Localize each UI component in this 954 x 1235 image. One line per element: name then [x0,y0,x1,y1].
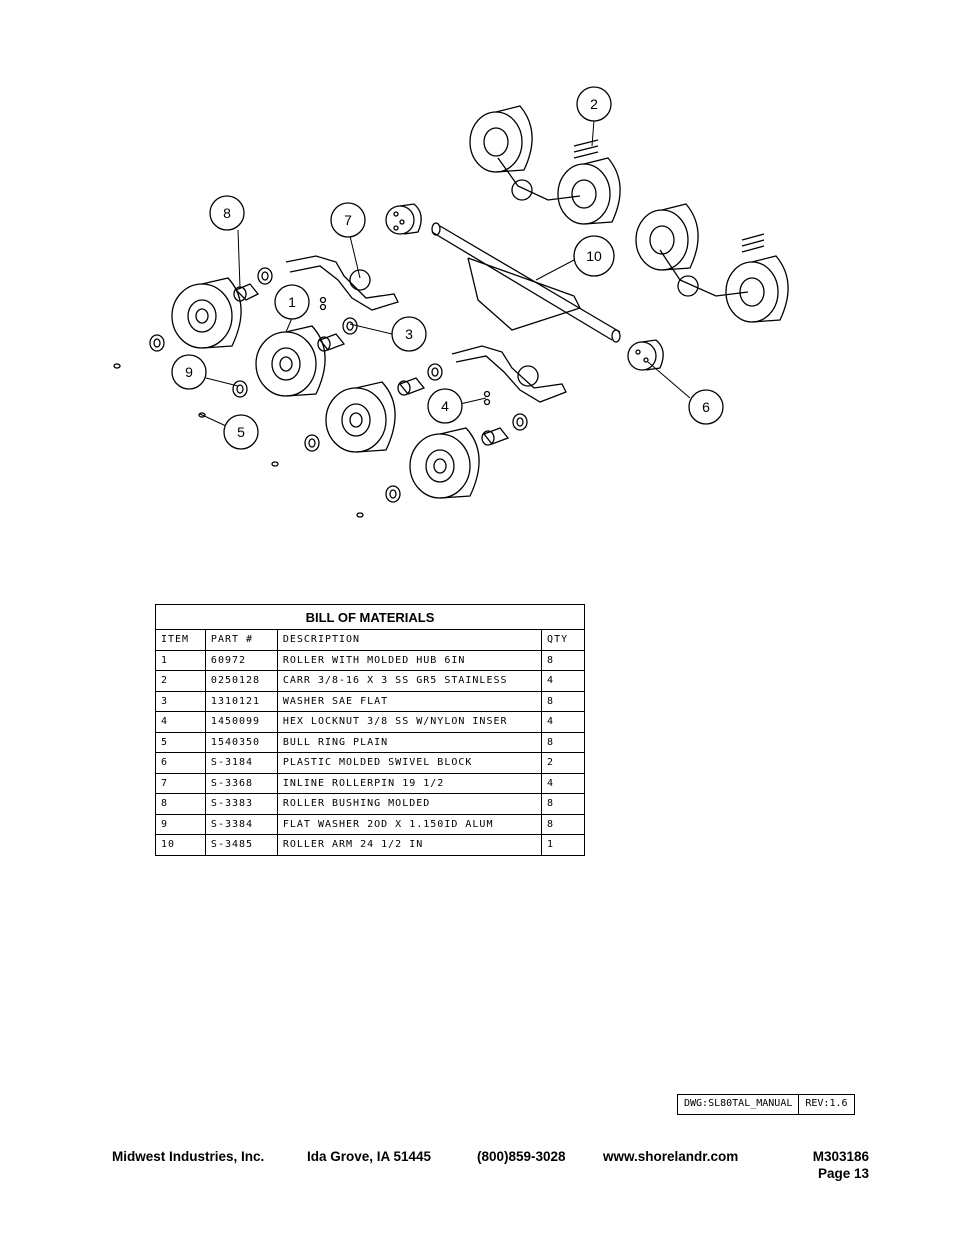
part-cell: 0250128 [204,670,278,692]
part-cell: 1540350 [204,731,278,753]
footer-phone: (800)859-3028 [477,1149,566,1164]
part-cell: S-3184 [204,752,278,774]
drawing-number: DWG:SL80TAL_MANUAL [684,1098,793,1109]
item-cell: 1 [155,649,206,671]
item-cell: 2 [155,670,206,692]
col-part: PART # [204,629,278,651]
callout-6: 6 [702,399,710,415]
item-cell: 10 [155,834,206,856]
col-qty: QTY [541,629,585,651]
roller-pin-group [285,157,749,403]
footer-website[interactable]: www.shorelandr.com [603,1149,739,1164]
description-cell: BULL RING PLAIN [276,731,543,753]
qty-cell: 8 [541,690,585,712]
part-cell: S-3383 [204,793,278,815]
item-cell: 8 [155,793,206,815]
callout-10: 10 [586,248,602,264]
leader-lines [199,119,691,427]
qty-cell: 8 [541,793,585,815]
qty-cell: 8 [541,813,585,835]
description-cell: ROLLER WITH MOLDED HUB 6IN [276,649,543,671]
qty-cell: 8 [541,731,585,753]
bom-header-row: ITEM PART # DESCRIPTION QTY [155,629,585,651]
item-cell: 7 [155,772,206,794]
footer-city: Ida Grove, IA 51445 [307,1149,432,1164]
callout-3: 3 [405,326,413,342]
description-cell: HEX LOCKNUT 3/8 SS W/NYLON INSER [276,711,543,733]
col-description: DESCRIPTION [276,629,543,651]
qty-cell: 8 [541,649,585,671]
callout-4: 4 [441,398,449,414]
item-cell: 6 [155,752,206,774]
callout-1: 1 [288,294,296,310]
bill-of-materials-table: BILL OF MATERIALS ITEM PART # DESCRIPTIO… [155,604,585,856]
callout-2: 2 [590,96,598,112]
description-cell: WASHER SAE FLAT [276,690,543,712]
drawing-title-block: DWG:SL80TAL_MANUAL REV:1.6 [677,1094,855,1115]
footer-company: Midwest Industries, Inc. [112,1149,265,1164]
callout-8: 8 [223,205,231,221]
part-cell: S-3485 [204,834,278,856]
callout-7: 7 [344,212,352,228]
part-cell: 60972 [204,649,278,671]
col-item: ITEM [155,629,206,651]
item-cell: 4 [155,711,206,733]
part-cell: 1450099 [204,711,278,733]
roller-arm-part [431,222,621,343]
item-cell: 9 [155,813,206,835]
footer-doc-number: M303186 [812,1149,869,1164]
callout-9: 9 [185,364,193,380]
qty-cell: 4 [541,711,585,733]
description-cell: ROLLER ARM 24 1/2 IN [276,834,543,856]
bom-title: BILL OF MATERIALS [155,604,585,630]
revision: REV:1.6 [798,1095,853,1114]
description-cell: FLAT WASHER 2OD X 1.150ID ALUM [276,813,543,835]
part-cell: 1310121 [204,690,278,712]
hardware-group [113,139,765,518]
exploded-assembly-drawing: 1 2 3 4 5 6 7 8 9 10 [113,86,789,518]
swivel-block-bottom [627,339,664,371]
part-cell: S-3384 [204,813,278,835]
part-cell: S-3368 [204,772,278,794]
item-cell: 5 [155,731,206,753]
qty-cell: 4 [541,772,585,794]
callout-bubbles [171,86,724,450]
description-cell: ROLLER BUSHING MOLDED [276,793,543,815]
qty-cell: 2 [541,752,585,774]
swivel-block-top [385,203,422,235]
callout-5: 5 [237,424,245,440]
description-cell: CARR 3/8-16 X 3 SS GR5 STAINLESS [276,670,543,692]
item-cell: 3 [155,690,206,712]
description-cell: PLASTIC MOLDED SWIVEL BLOCK [276,752,543,774]
qty-cell: 4 [541,670,585,692]
description-cell: INLINE ROLLERPIN 19 1/2 [276,772,543,794]
qty-cell: 1 [541,834,585,856]
footer-page-number: Page 13 [817,1166,869,1181]
